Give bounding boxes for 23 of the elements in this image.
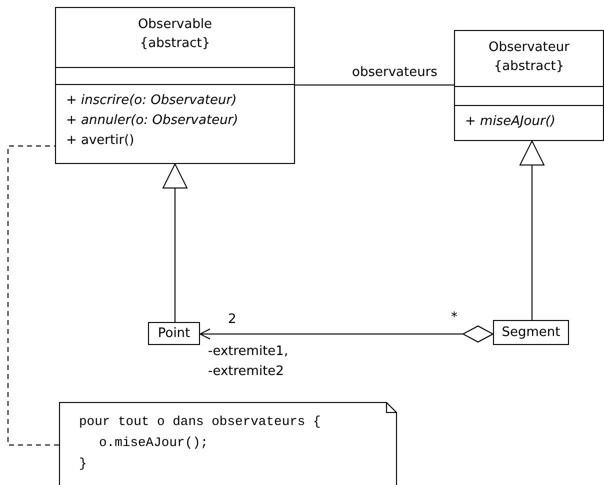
method-signature: + miseAJour() [465,114,556,130]
class-name: Observable [136,17,214,33]
class-box [454,30,604,141]
class-name: Segment [500,324,562,340]
aggregation-arrow [200,326,494,342]
note-box [59,402,397,485]
stereotype: {abstract} [138,36,212,52]
class-name: Point [156,326,192,342]
class-name: Observateur [488,40,570,56]
method-signature: + avertir() [66,133,134,149]
code-line: pour tout o dans observateurs { [79,413,321,431]
class-box [55,7,295,164]
class-box [493,320,569,345]
stereotype: {abstract} [492,59,566,75]
association-line [294,84,454,86]
code-line: } [79,455,87,473]
method-signature: + annuler(o: Observateur) [66,113,238,129]
code-line: o.miseAJour(); [99,434,208,452]
generalization-arrow [162,164,188,322]
note-link [8,146,60,446]
generalization-arrow [520,140,544,320]
method-signature: + inscrire(o: Observateur) [66,93,237,109]
class-box [148,322,200,345]
